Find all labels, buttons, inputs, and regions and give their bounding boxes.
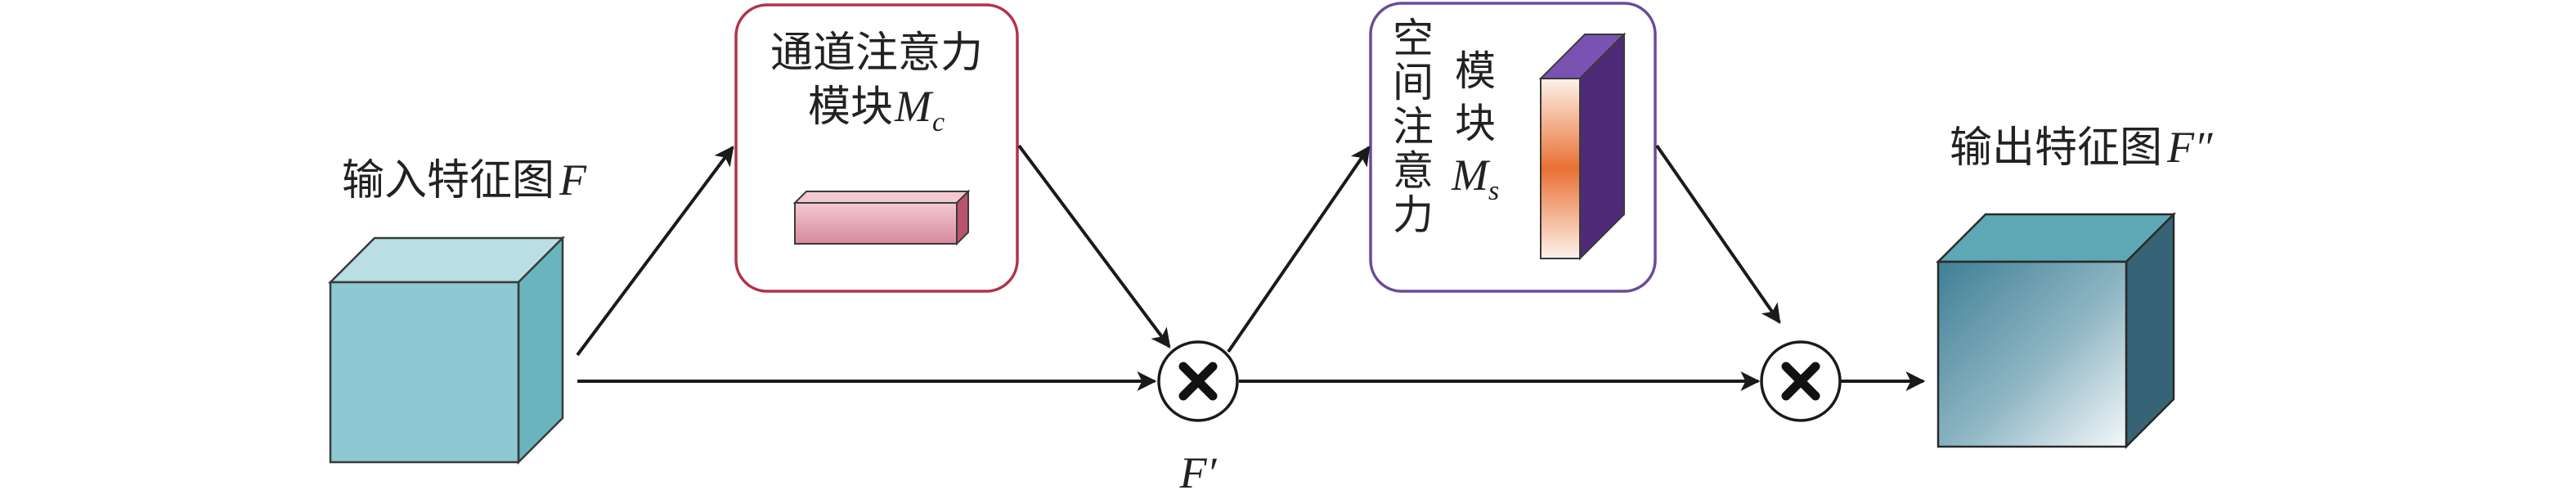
output-var: F″: [2166, 123, 2213, 172]
edge-spatial-to-multiply2: [1655, 144, 1781, 324]
svg-text:空: 空: [1393, 15, 1434, 62]
output-cube: [1935, 211, 2177, 450]
intermediate-label: F′: [1179, 448, 1218, 497]
edge-multiply1-to-spatial: [1227, 146, 1371, 353]
input-cube: [327, 235, 566, 465]
svg-text:注: 注: [1393, 103, 1434, 151]
channel-module-line1: 通道注意力: [770, 29, 983, 78]
input-cube-front: [329, 281, 520, 464]
svg-text:块: 块: [1455, 100, 1496, 147]
spatial-attention-module: 空 间 注 意 力 模 块 M s: [1369, 2, 1657, 293]
input-var: F: [559, 155, 587, 205]
spatial-module-sub: s: [1488, 176, 1499, 206]
channel-module-var: M: [894, 82, 934, 131]
spatial-module-vertical-text: 空 间 注 意 力: [1393, 15, 1434, 239]
spatial-module-name: 模 块 M s: [1451, 47, 1499, 206]
channel-module-sub: c: [932, 107, 945, 137]
output-cube-front: [1936, 260, 2128, 448]
svg-text:间: 间: [1393, 59, 1434, 106]
svg-text:力: 力: [1393, 191, 1434, 239]
channel-attention-bar: [792, 189, 971, 246]
multiply-icon: [1781, 362, 1820, 401]
edge-input-to-channel: [576, 146, 734, 357]
svg-text:模: 模: [1455, 47, 1496, 95]
multiply-icon: [1178, 362, 1218, 401]
spatial-attention-bar: [1538, 32, 1627, 261]
multiply-node-1: F′: [1157, 340, 1239, 497]
input-feature-map: 输入特征图 F: [327, 155, 587, 465]
channel-attention-module: 通道注意力 模块 M c: [734, 3, 1019, 293]
edge-channel-to-multiply1: [1017, 144, 1171, 348]
channel-module-line2: 模块: [808, 83, 893, 132]
input-label: 输入特征图: [342, 156, 554, 205]
svg-text:意: 意: [1393, 147, 1434, 195]
multiply-node-2: [1760, 340, 1842, 422]
output-label: 输出特征图: [1950, 124, 2162, 173]
edges: [576, 144, 1926, 391]
spatial-module-var: M: [1451, 151, 1491, 200]
output-feature-map: 输出特征图 F″: [1935, 123, 2213, 450]
